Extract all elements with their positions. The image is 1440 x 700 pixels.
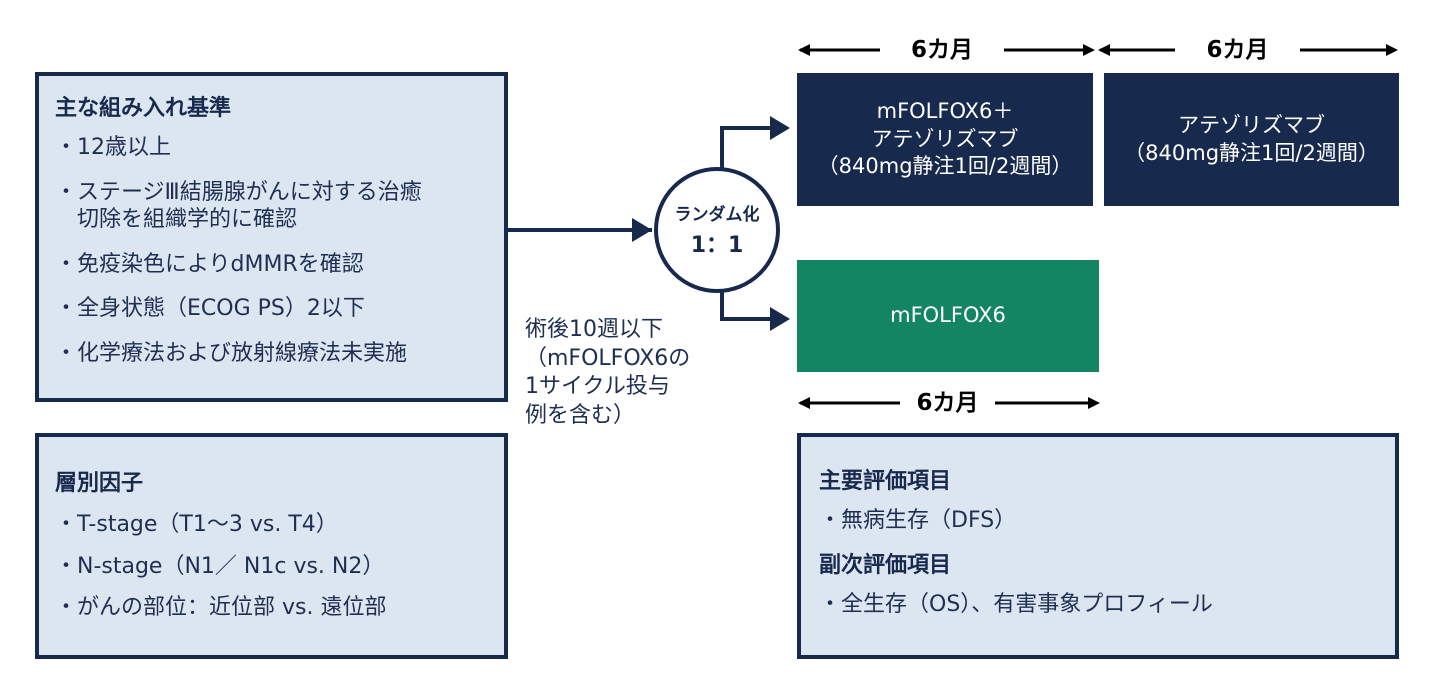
stratification-item: ・T-stage（T1〜3 vs. T4）: [55, 512, 338, 537]
inclusion-item: ・ステージⅢ結腸腺がんに対する治癒: [55, 179, 422, 205]
stratification-item: ・N-stage（N1／ N1c vs. N2）: [55, 553, 385, 579]
inclusion-item: ・免疫染色によりdMMRを確認: [55, 251, 364, 277]
stratification-item: ・がんの部位：近位部 vs. 遠位部: [55, 595, 387, 620]
duration-text: 6カ月: [1194, 37, 1281, 63]
duration-arrow-bottom: [798, 397, 1100, 409]
inclusion-item: ・化学療法および放射線療法未実施: [55, 340, 408, 366]
experimental-arm-phase2: アテゾリズマブ （840mg静注1回/2週間）: [1104, 73, 1399, 206]
duration-arrow-top-left: [798, 44, 1095, 56]
primary-endpoint-title: 主要評価項目: [819, 469, 952, 494]
randomization-ratio: 1：1: [690, 233, 744, 258]
duration-arrow-top-right: [1098, 44, 1398, 56]
randomization-circle: [654, 167, 780, 293]
stratification-factors-box: 層別因子 ・T-stage（T1〜3 vs. T4） ・N-stage（N1／ …: [35, 433, 508, 659]
enrollment-timing-note: 術後10週以下 （mFOLFOX6の 1サイクル投与 例を含む）: [525, 317, 691, 428]
arrowhead-experimental: [770, 116, 790, 140]
arrowhead-randomization: [632, 218, 652, 242]
endpoints-box: 主要評価項目 ・無病生存（DFS） 副次評価項目 ・全生存（OS）、有害事象プロ…: [797, 433, 1399, 659]
duration-label-bottom: 6カ月: [900, 383, 995, 423]
duration-text: 6カ月: [904, 390, 991, 416]
secondary-endpoint-item: ・全生存（OS）、有害事象プロフィール: [819, 591, 1213, 617]
inclusion-item: ・12歳以上: [55, 135, 171, 160]
duration-text: 6カ月: [898, 37, 985, 63]
stratification-title: 層別因子: [55, 471, 144, 496]
duration-label-top-left: 6カ月: [880, 30, 1004, 70]
secondary-endpoint-title: 副次評価項目: [819, 552, 952, 578]
primary-endpoint-item: ・無病生存（DFS）: [819, 508, 1017, 533]
inclusion-criteria-title: 主な組み入れ基準: [55, 96, 232, 121]
duration-label-top-right: 6カ月: [1175, 30, 1300, 70]
arrow-to-control-arm: [720, 291, 780, 321]
experimental-arm-phase1: mFOLFOX6＋ アテゾリズマブ （840mg静注1回/2週間）: [797, 73, 1093, 206]
arrow-to-experimental-arm: [720, 126, 780, 169]
randomization-label: ランダム化 1：1: [656, 200, 778, 259]
control-arm: mFOLFOX6: [797, 260, 1099, 372]
inclusion-criteria-box: 主な組み入れ基準 ・12歳以上 ・ステージⅢ結腸腺がんに対する治癒 切除を組織学…: [35, 72, 508, 402]
arrowhead-control: [770, 307, 790, 331]
inclusion-item: ・全身状態（ECOG PS）2以下: [55, 296, 365, 321]
inclusion-item-continued: 切除を組織学的に確認: [77, 207, 298, 232]
